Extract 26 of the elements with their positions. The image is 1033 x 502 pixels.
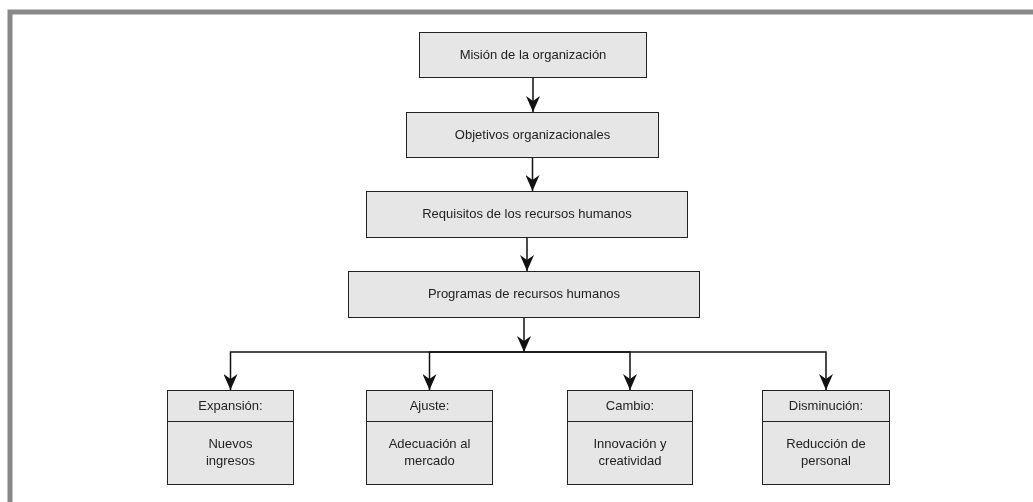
box-heading: Expansión: [198, 397, 263, 415]
process-box [366, 191, 688, 238]
process-box [419, 32, 647, 78]
arrow [526, 77, 540, 113]
box-heading: Cambio: [605, 397, 655, 415]
category-box [762, 390, 890, 485]
arrow [422, 351, 525, 391]
box-label: Programas de recursos humanos [427, 286, 621, 303]
box-text: Reducción de personal [785, 436, 867, 470]
category-box [167, 390, 294, 485]
arrow [523, 351, 833, 391]
box-heading: Ajuste: [409, 397, 450, 415]
arrow [517, 317, 531, 353]
process-box [348, 271, 700, 318]
box-label: Objetivos organizacionales [454, 126, 611, 144]
box-label: Requisitos de los recursos humanos [422, 206, 632, 223]
box-heading: Disminución: [788, 397, 864, 415]
process-box [406, 112, 659, 158]
category-box [366, 390, 493, 485]
box-label: Misión de la organización [459, 46, 607, 64]
arrow [520, 237, 534, 272]
box-text: Nuevos ingresos [204, 436, 257, 470]
category-box [567, 390, 693, 485]
arrow [525, 157, 540, 192]
box-text: Innovación y creatividad [592, 436, 668, 470]
box-text: Adecuación al mercado [387, 436, 472, 470]
